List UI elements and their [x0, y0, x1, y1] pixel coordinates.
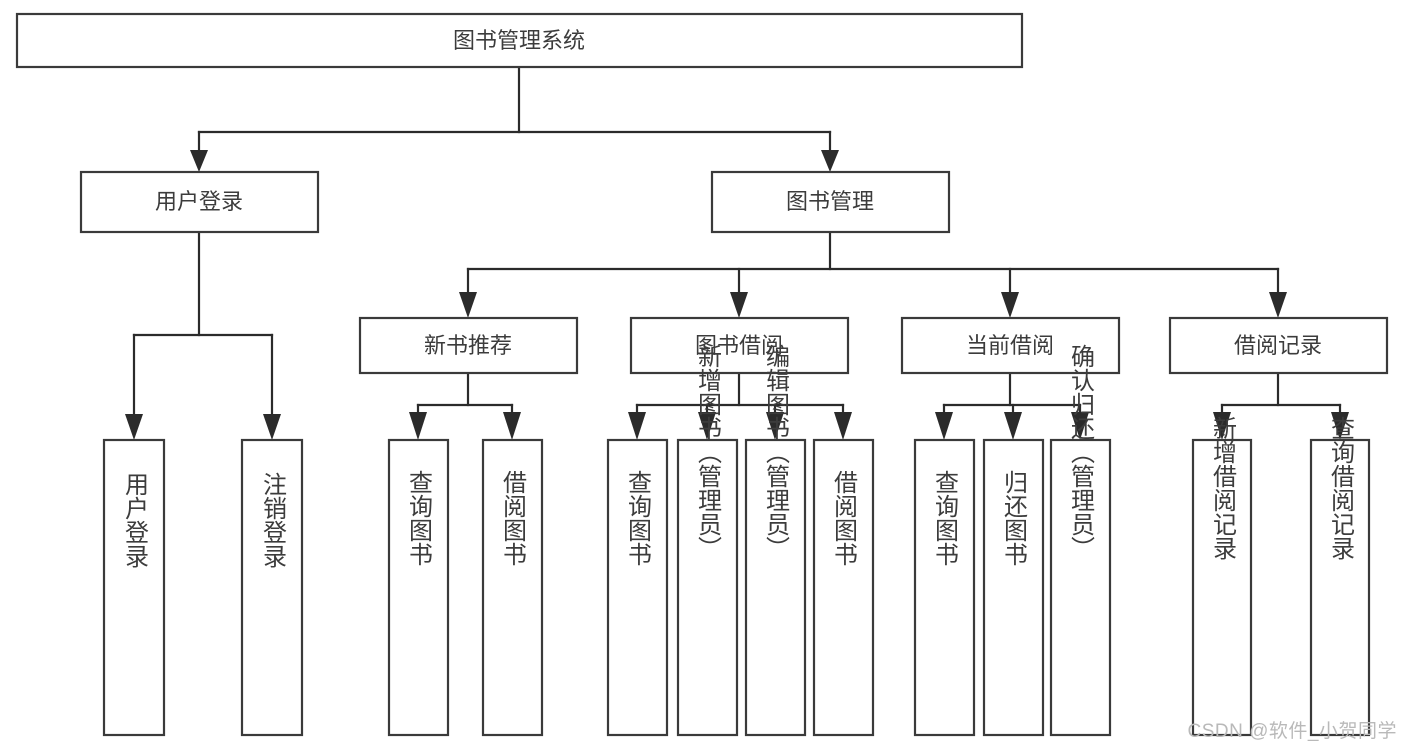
node-user-login-label: 用户登录 [155, 189, 243, 214]
connector-layer [125, 65, 1349, 440]
arrowhead-book-borrow [730, 292, 748, 318]
node-new-book-recommend[interactable]: 新书推荐 [358, 316, 579, 375]
arrowhead-leaf-user-login [125, 414, 143, 440]
node-leaf-borrow-book-2-label: 借阅图书 [830, 470, 858, 566]
node-leaf-query-record-label: 查询借阅记录 [1327, 416, 1355, 560]
arrowhead-leaf-query-book-2 [628, 412, 646, 440]
arrowhead-new-book-recommend [459, 292, 477, 318]
node-borrow-record[interactable]: 借阅记录 [1168, 316, 1389, 375]
node-leaf-add-book-box[interactable] [676, 438, 739, 737]
node-leaf-borrow-book-1-box[interactable] [481, 438, 544, 737]
node-user-login-box[interactable] [79, 170, 320, 234]
node-leaf-user-logout-box[interactable] [240, 438, 304, 737]
arrowhead-book-manage [821, 150, 839, 172]
node-root-box[interactable] [15, 12, 1024, 69]
node-leaf-add-book[interactable]: 新增图书（管理员） [676, 344, 739, 737]
node-leaf-query-book-3-label: 查询图书 [931, 470, 959, 566]
node-leaf-user-logout-label: 注销登录 [259, 472, 287, 568]
arrowhead-current-borrow [1001, 292, 1019, 318]
node-current-borrow-label: 当前借阅 [966, 333, 1054, 358]
arrowhead-leaf-add-record [1213, 412, 1231, 440]
arrowhead-leaf-borrow-book-1 [503, 412, 521, 440]
node-new-book-recommend-label: 新书推荐 [424, 333, 512, 358]
arrowhead-user-login [190, 150, 208, 172]
node-leaf-add-record-label: 新增借阅记录 [1209, 416, 1237, 560]
node-leaf-confirm-return[interactable]: 确认归还（管理员） [1049, 344, 1112, 737]
node-book-borrow-label: 图书借阅 [695, 333, 783, 358]
arrowhead-leaf-add-book [698, 412, 716, 440]
node-leaf-edit-book-label: 编辑图书（管理员） [762, 344, 790, 560]
arrowhead-leaf-query-book-1 [409, 412, 427, 440]
arrowhead-leaf-user-logout [263, 414, 281, 440]
node-leaf-add-book-label: 新增图书（管理员） [694, 344, 722, 560]
node-root-label: 图书管理系统 [453, 28, 585, 53]
node-book-manage[interactable]: 图书管理 [710, 170, 951, 234]
arrowhead-leaf-confirm-return [1071, 412, 1089, 440]
node-leaf-query-book-1-label: 查询图书 [405, 470, 433, 566]
node-leaf-query-record-box[interactable] [1309, 438, 1371, 737]
node-leaf-user-logout[interactable]: 注销登录 [240, 438, 304, 737]
node-current-borrow[interactable]: 当前借阅 [900, 316, 1121, 375]
node-leaf-query-record[interactable]: 查询借阅记录 [1309, 416, 1371, 737]
node-book-borrow[interactable]: 图书借阅 [629, 316, 850, 375]
node-leaf-confirm-return-box[interactable] [1049, 438, 1112, 737]
node-leaf-query-book-1[interactable]: 查询图书 [387, 438, 450, 737]
node-leaf-edit-book-box[interactable] [744, 438, 807, 737]
node-leaf-edit-book[interactable]: 编辑图书（管理员） [744, 344, 807, 737]
node-leaf-user-login[interactable]: 用户登录 [102, 438, 166, 737]
node-book-manage-label: 图书管理 [786, 189, 874, 214]
node-leaf-query-book-2-label: 查询图书 [624, 470, 652, 566]
node-leaf-query-book-3[interactable]: 查询图书 [913, 438, 976, 737]
node-leaf-query-book-2-box[interactable] [606, 438, 669, 737]
node-leaf-borrow-book-1[interactable]: 借阅图书 [481, 438, 544, 737]
node-leaf-return-book-box[interactable] [982, 438, 1045, 737]
node-root[interactable]: 图书管理系统 [15, 12, 1024, 69]
arrowhead-leaf-return-book [1004, 412, 1022, 440]
node-current-borrow-box[interactable] [900, 316, 1121, 375]
node-leaf-borrow-book-2[interactable]: 借阅图书 [812, 438, 875, 737]
arrowhead-leaf-query-book-3 [935, 412, 953, 440]
arrowhead-borrow-record [1269, 292, 1287, 318]
arrowhead-leaf-borrow-book-2 [834, 412, 852, 440]
node-book-manage-box[interactable] [710, 170, 951, 234]
node-leaf-borrow-book-1-label: 借阅图书 [499, 470, 527, 566]
node-leaf-add-record[interactable]: 新增借阅记录 [1191, 416, 1253, 737]
node-leaf-query-book-3-box[interactable] [913, 438, 976, 737]
node-leaf-add-record-box[interactable] [1191, 438, 1253, 737]
node-user-login[interactable]: 用户登录 [79, 170, 320, 234]
node-leaf-user-login-box[interactable] [102, 438, 166, 737]
node-leaf-return-book[interactable]: 归还图书 [982, 438, 1045, 737]
node-leaf-query-book-2[interactable]: 查询图书 [606, 438, 669, 737]
node-leaf-query-book-1-box[interactable] [387, 438, 450, 737]
arrowhead-leaf-query-record [1331, 412, 1349, 440]
node-leaf-borrow-book-2-box[interactable] [812, 438, 875, 737]
node-borrow-record-label: 借阅记录 [1234, 333, 1322, 358]
arrowhead-leaf-edit-book [766, 412, 784, 440]
node-leaf-user-login-label: 用户登录 [121, 472, 149, 568]
node-leaf-confirm-return-label: 确认归还（管理员） [1067, 344, 1095, 560]
node-new-book-recommend-box[interactable] [358, 316, 579, 375]
node-borrow-record-box[interactable] [1168, 316, 1389, 375]
node-book-borrow-box[interactable] [629, 316, 850, 375]
node-leaf-return-book-label: 归还图书 [1000, 470, 1028, 566]
